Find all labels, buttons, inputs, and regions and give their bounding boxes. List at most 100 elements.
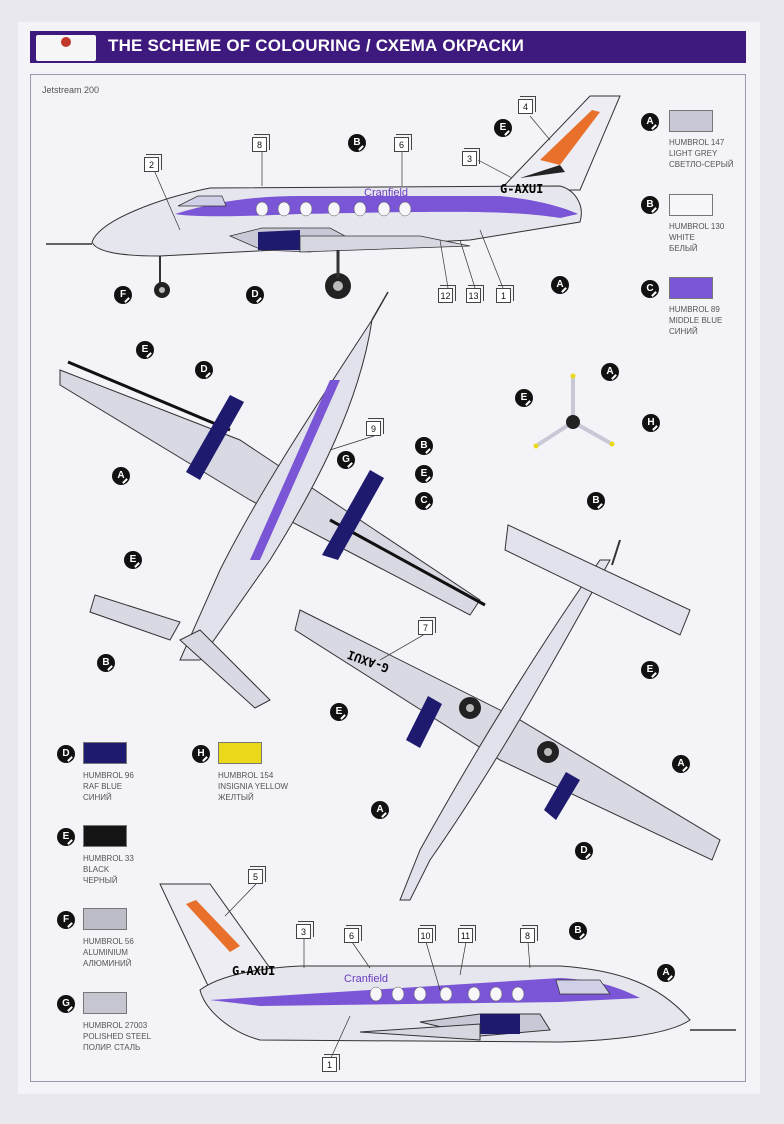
- paint-a-text: HUMBROL 147 LIGHT GREY СВЕТЛО-СЕРЫЙ: [669, 137, 734, 170]
- callout-13: 13: [466, 285, 484, 303]
- paint-a-line3: СВЕТЛО-СЕРЫЙ: [669, 160, 734, 169]
- paint-g-letter: G: [57, 995, 75, 1013]
- paint-a-swatch: [669, 110, 713, 132]
- marker-d: D: [246, 286, 264, 304]
- paint-b-line2: WHITE: [669, 233, 695, 242]
- callout-8b: 8: [520, 925, 538, 943]
- side-view-top: Cranfield G-AXUI: [46, 95, 621, 299]
- paint-f-letter: F: [57, 911, 75, 929]
- marker-e: E: [494, 119, 512, 137]
- paint-c-line1: HUMBROL 89: [669, 305, 720, 314]
- callout-3b: 3: [296, 921, 314, 939]
- side-view-bottom: Cranfield G-AXUI: [159, 883, 736, 1043]
- marker-d: D: [195, 361, 213, 379]
- paint-e-swatch: [83, 825, 127, 847]
- paint-b-line3: БЕЛЫЙ: [669, 244, 698, 253]
- amodel-logo: [36, 35, 96, 61]
- marker-e: E: [641, 661, 659, 679]
- callout-7: 7: [418, 617, 436, 635]
- paint-g-text: HUMBROL 27003 POLISHED STEEL ПОЛИР. СТАЛ…: [83, 1020, 151, 1053]
- registration-top: G-AXUI: [500, 182, 543, 196]
- paint-f-line1: HUMBROL 56: [83, 937, 134, 946]
- callout-8: 8: [252, 134, 270, 152]
- paint-g-swatch: [83, 992, 127, 1014]
- marker-h: H: [642, 414, 660, 432]
- paint-d-swatch: [83, 742, 127, 764]
- callout-1b: 1: [322, 1054, 340, 1072]
- paint-d-line2: RAF BLUE: [83, 782, 123, 791]
- paint-e-text: HUMBROL 33 BLACK ЧЕРНЫЙ: [83, 853, 134, 886]
- callout-10: 10: [418, 925, 436, 943]
- marker-b: B: [587, 492, 605, 510]
- paint-c-text: HUMBROL 89 MIDDLE BLUE СИНИЙ: [669, 304, 722, 337]
- paint-a-line1: HUMBROL 147: [669, 138, 725, 147]
- paint-a-letter: A: [641, 113, 659, 131]
- marker-g: G: [337, 451, 355, 469]
- paint-d-letter: D: [57, 745, 75, 763]
- leader-lines: [153, 115, 551, 1061]
- marker-a: A: [551, 276, 569, 294]
- callout-2: 2: [144, 154, 162, 172]
- paint-e-letter: E: [57, 828, 75, 846]
- marker-e: E: [330, 703, 348, 721]
- marker-b: B: [569, 922, 587, 940]
- page-title: THE SCHEME OF COLOURING / СХЕМА ОКРАСКИ: [108, 36, 524, 55]
- paint-c-letter: C: [641, 280, 659, 298]
- airline-text-top: Cranfield: [364, 187, 408, 199]
- marker-a: A: [112, 467, 130, 485]
- paint-b-swatch: [669, 194, 713, 216]
- callout-6: 6: [394, 134, 412, 152]
- marker-e: E: [415, 465, 433, 483]
- paint-b-line1: HUMBROL 130: [669, 222, 725, 231]
- marker-a: A: [601, 363, 619, 381]
- paint-a-line2: LIGHT GREY: [669, 149, 718, 158]
- bottom-view: G-AXUI: [294, 524, 721, 901]
- paint-e-line3: ЧЕРНЫЙ: [83, 876, 118, 885]
- paint-h-line1: HUMBROL 154: [218, 771, 274, 780]
- callout-4: 4: [518, 96, 536, 114]
- marker-a: A: [371, 801, 389, 819]
- paint-g-line1: HUMBROL 27003: [83, 1021, 148, 1030]
- callout-3: 3: [462, 148, 480, 166]
- paint-d-text: HUMBROL 96 RAF BLUE СИНИЙ: [83, 770, 134, 803]
- callout-1: 1: [496, 285, 514, 303]
- paint-h-letter: H: [192, 745, 210, 763]
- paint-f-line2: ALUMINIUM: [83, 948, 128, 957]
- registration-side-bottom: G-AXUI: [232, 964, 275, 978]
- airline-text-bottom: Cranfield: [344, 973, 388, 985]
- callout-12: 12: [438, 285, 456, 303]
- marker-a: A: [672, 755, 690, 773]
- callout-6b: 6: [344, 925, 362, 943]
- marker-c: C: [415, 492, 433, 510]
- paint-c-swatch: [669, 277, 713, 299]
- top-view: [59, 291, 486, 709]
- marker-e: E: [124, 551, 142, 569]
- paint-g-line3: ПОЛИР. СТАЛЬ: [83, 1043, 141, 1052]
- paint-c-line3: СИНИЙ: [669, 327, 698, 336]
- marker-b: B: [97, 654, 115, 672]
- paint-h-text: HUMBROL 154 INSIGNIA YELLOW ЖЕЛТЫЙ: [218, 770, 288, 803]
- paint-e-line2: BLACK: [83, 865, 110, 874]
- propeller-detail: [533, 373, 615, 449]
- paint-h-line2: INSIGNIA YELLOW: [218, 782, 289, 791]
- paint-h-swatch: [218, 742, 262, 764]
- paint-h-line3: ЖЕЛТЫЙ: [218, 793, 254, 802]
- paint-f-line3: АЛЮМИНИЙ: [83, 959, 132, 968]
- callout-9: 9: [366, 418, 384, 436]
- drawing-frame: [30, 74, 746, 1082]
- paint-c-line2: MIDDLE BLUE: [669, 316, 723, 325]
- paint-b-letter: B: [641, 196, 659, 214]
- paint-d-line1: HUMBROL 96: [83, 771, 134, 780]
- marker-b: B: [348, 134, 366, 152]
- paint-e-line1: HUMBROL 33: [83, 854, 134, 863]
- marker-e: E: [515, 389, 533, 407]
- callout-5: 5: [248, 866, 266, 884]
- callout-11: 11: [458, 925, 476, 943]
- marker-a: A: [657, 964, 675, 982]
- marker-f: F: [114, 286, 132, 304]
- header-bar: [30, 31, 746, 63]
- paint-g-line2: POLISHED STEEL: [83, 1032, 152, 1041]
- paint-b-text: HUMBROL 130 WHITE БЕЛЫЙ: [669, 221, 724, 254]
- paint-d-line3: СИНИЙ: [83, 793, 112, 802]
